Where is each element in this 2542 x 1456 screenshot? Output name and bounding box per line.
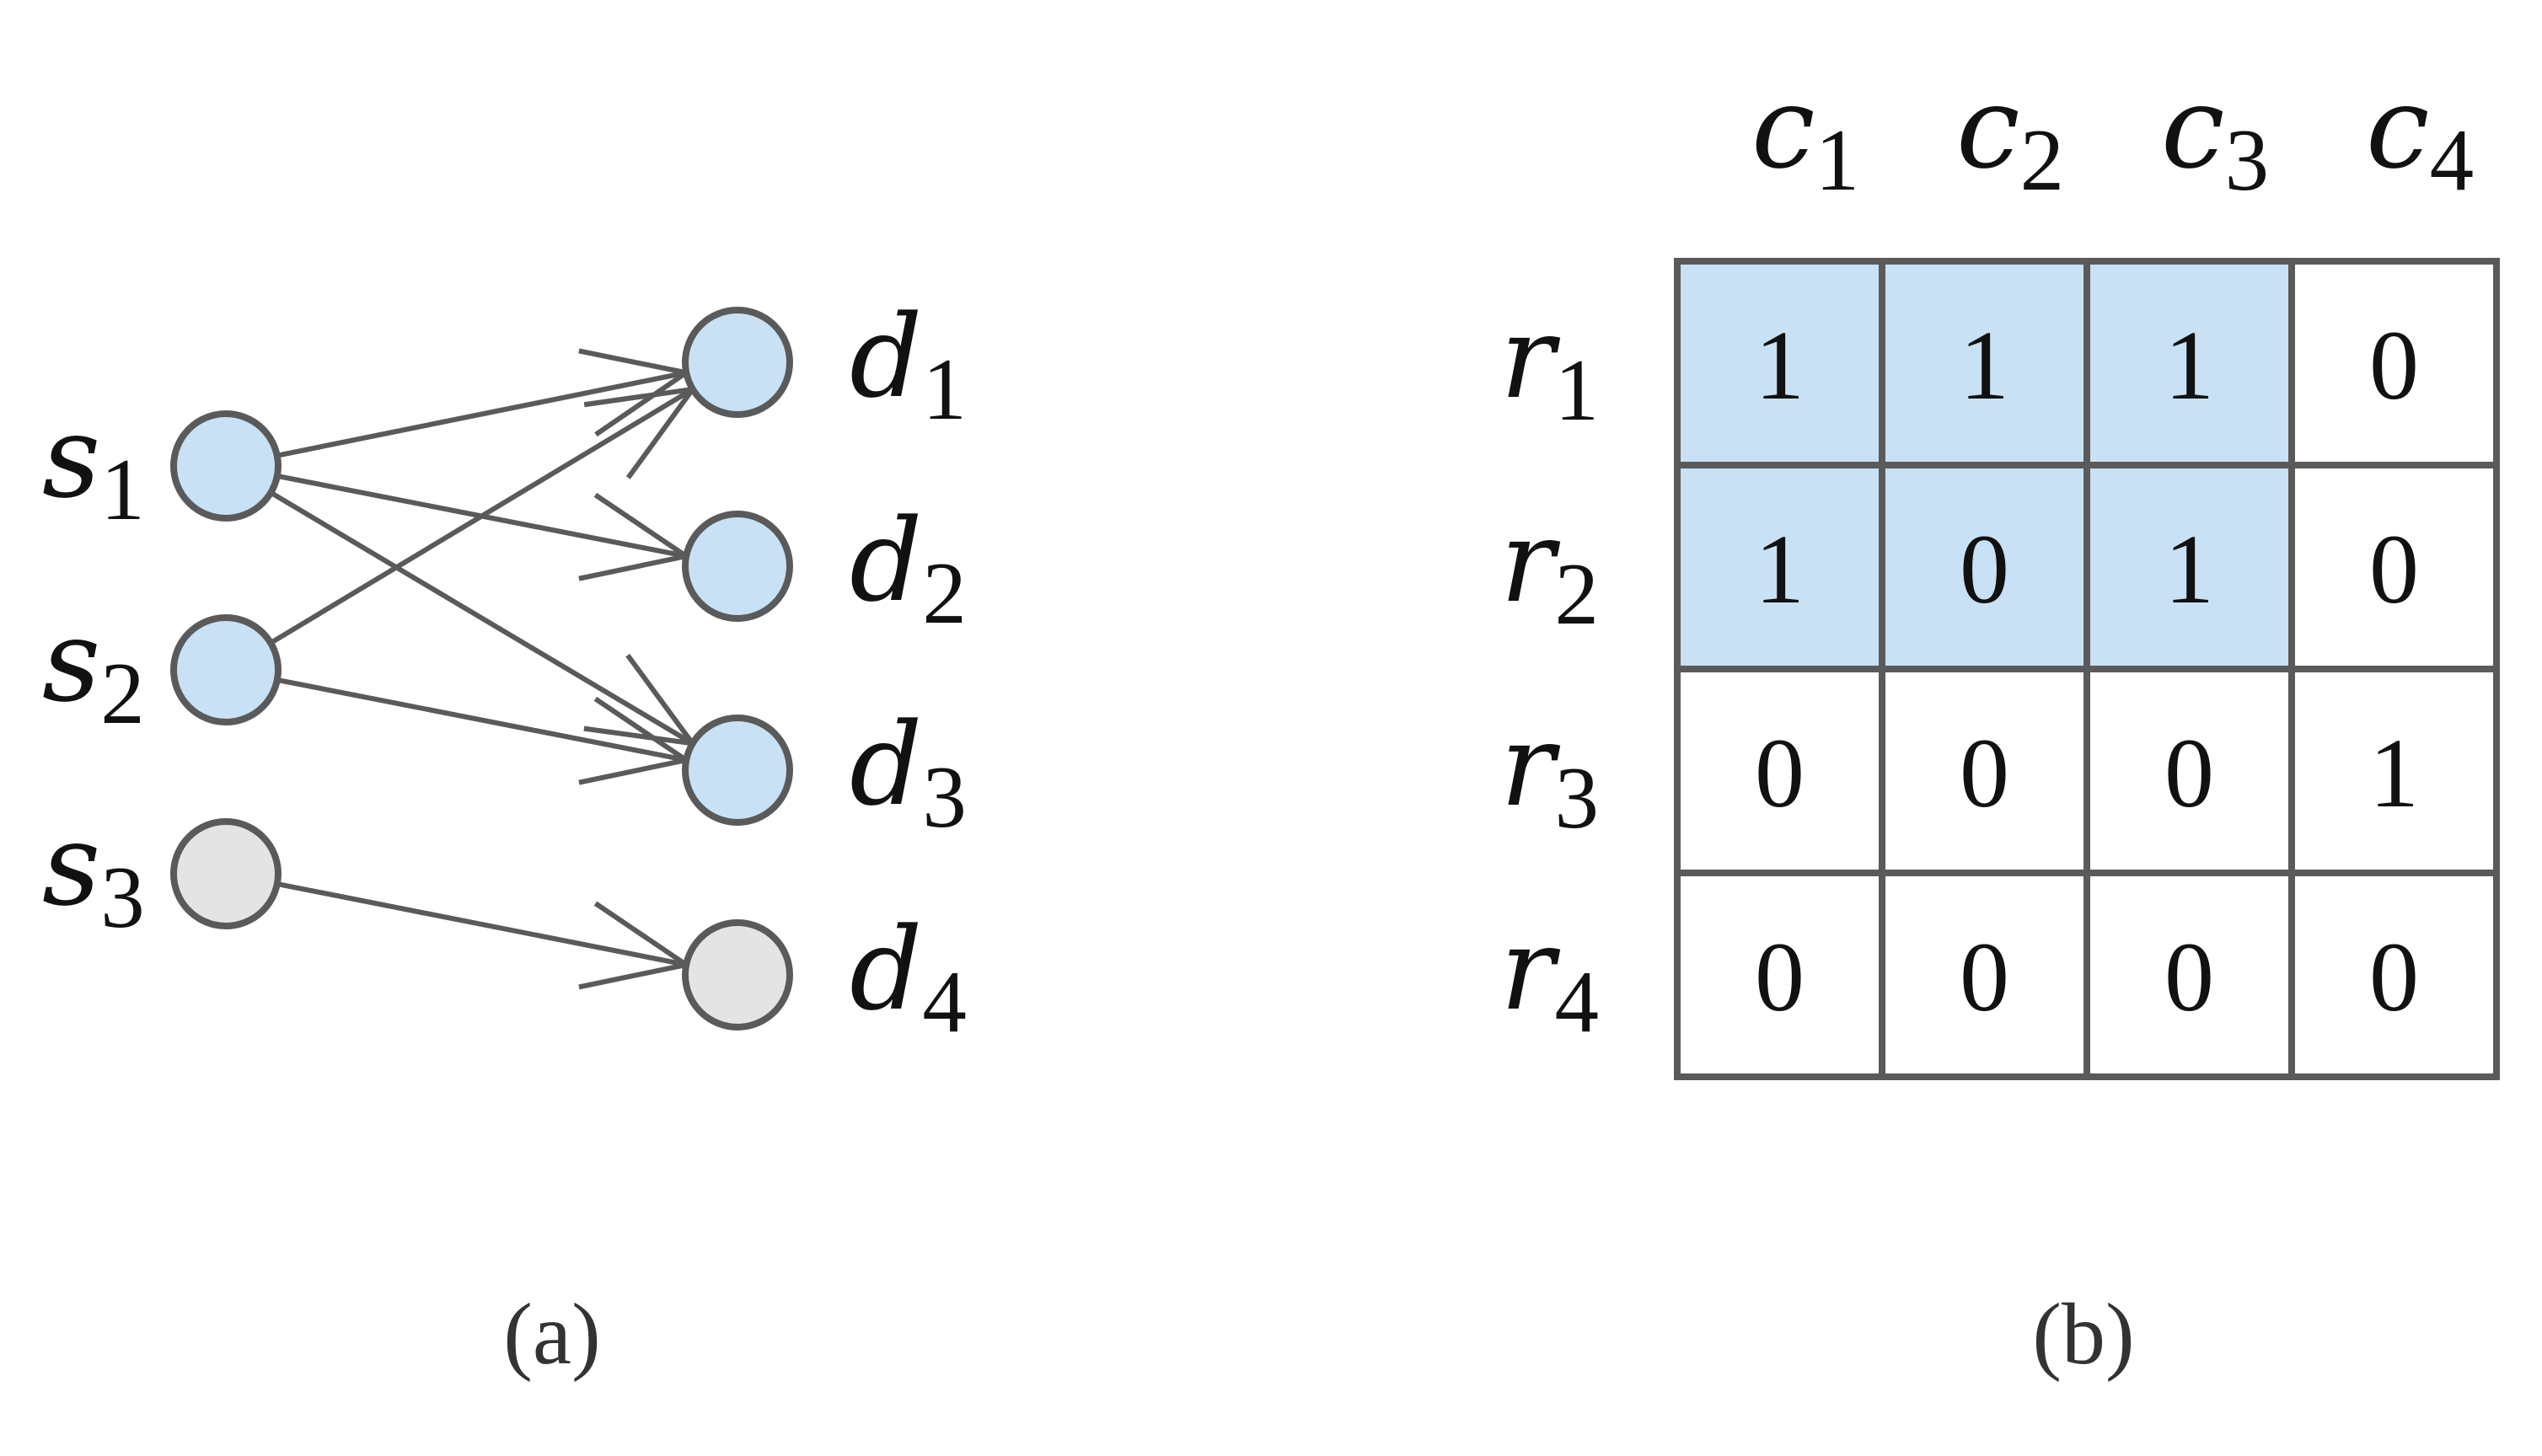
source-node-s3 — [170, 818, 282, 929]
destination-node-d3 — [682, 715, 793, 826]
cell-value-r4-c1: 0 — [1755, 922, 1805, 1032]
matrix-grid-lines — [1674, 258, 2500, 1080]
source-node-s2 — [170, 614, 282, 725]
cell-value-r1-c4: 0 — [2369, 310, 2419, 420]
cell-value-r2-c3: 1 — [2164, 514, 2214, 624]
matrix-cell-r4-c2 — [1882, 873, 2087, 1077]
matrix-cell-r4-c3 — [2087, 873, 2292, 1077]
matrix-cell-r1-c2 — [1882, 261, 2087, 465]
destination-node-d1 — [682, 307, 793, 418]
cell-value-r2-c4: 0 — [2369, 514, 2419, 624]
destination-label-d1: d1 — [850, 291, 967, 438]
cell-value-r3-c2: 0 — [1960, 718, 2009, 828]
matrix-cell-r2-c4 — [2292, 465, 2496, 669]
adjacency-matrix: 1 1 1 0 1 0 1 0 0 0 0 1 0 0 0 0 c1 c2 c3 c4 r1 r2 r3 r4 — [1500, 62, 2500, 1080]
source-node-s1 — [170, 410, 282, 522]
matrix-cell-r2-c3 — [2087, 465, 2292, 669]
column-header-c1: c1 — [1751, 62, 1859, 209]
matrix-cell-r3-c4 — [2292, 669, 2496, 873]
destination-label-d3: d3 — [850, 699, 967, 846]
edge-s2-d3 — [274, 677, 693, 785]
cell-value-r4-c2: 0 — [1960, 922, 2009, 1032]
matrix-cell-r2-c1 — [1677, 465, 1882, 669]
row-header-r1: r1 — [1500, 292, 1599, 439]
source-label-s2: s2 — [42, 595, 145, 742]
row-header-r4: r4 — [1500, 903, 1599, 1051]
caption-a: (a) — [503, 1286, 600, 1383]
destination-label-d2: d2 — [850, 495, 967, 642]
edge-s1-d2 — [274, 473, 693, 581]
edge-s1-d3 — [268, 490, 699, 747]
cell-value-r1-c2: 1 — [1960, 310, 2009, 420]
cell-value-r2-c1: 1 — [1755, 514, 1805, 624]
source-label-s1: s1 — [42, 391, 145, 538]
cell-value-r1-c1: 1 — [1755, 310, 1805, 420]
caption-b: (b) — [2032, 1286, 2134, 1383]
cell-value-r3-c1: 0 — [1755, 718, 1805, 828]
source-label-s3: s3 — [42, 799, 145, 946]
cell-value-r2-c2: 0 — [1960, 514, 2009, 624]
destination-node-d4 — [682, 919, 793, 1030]
matrix-cell-r2-c2 — [1882, 465, 2087, 669]
cell-value-r3-c3: 0 — [2164, 718, 2214, 828]
row-header-r2: r2 — [1500, 495, 1599, 643]
cell-value-r1-c3: 1 — [2164, 310, 2214, 420]
matrix-cell-r3-c1 — [1677, 669, 1882, 873]
cell-value-r4-c4: 0 — [2369, 922, 2419, 1032]
destination-label-d4: d4 — [850, 903, 967, 1051]
column-header-c3: c3 — [2161, 62, 2269, 209]
matrix-cell-r4-c4 — [2292, 873, 2496, 1077]
matrix-cell-r1-c3 — [2087, 261, 2292, 465]
edges — [268, 348, 699, 990]
matrix-cell-r3-c2 — [1882, 669, 2087, 873]
bipartite-graph: s1 s2 s3 d1 d2 d3 d4 — [42, 291, 967, 1051]
column-header-c4: c4 — [2366, 62, 2474, 209]
cell-value-r4-c3: 0 — [2164, 922, 2214, 1032]
matrix-cell-r1-c4 — [2292, 261, 2496, 465]
matrix-cell-r1-c1 — [1677, 261, 1882, 465]
edge-s1-d1 — [274, 348, 693, 458]
column-header-c2: c2 — [1956, 62, 2064, 209]
cell-value-r3-c4: 1 — [2369, 718, 2419, 828]
matrix-cell-r3-c3 — [2087, 669, 2292, 873]
destination-node-d2 — [682, 511, 793, 622]
row-header-r3: r3 — [1500, 699, 1599, 847]
edge-s3-d4 — [274, 881, 693, 990]
matrix-cell-r4-c1 — [1677, 873, 1882, 1077]
